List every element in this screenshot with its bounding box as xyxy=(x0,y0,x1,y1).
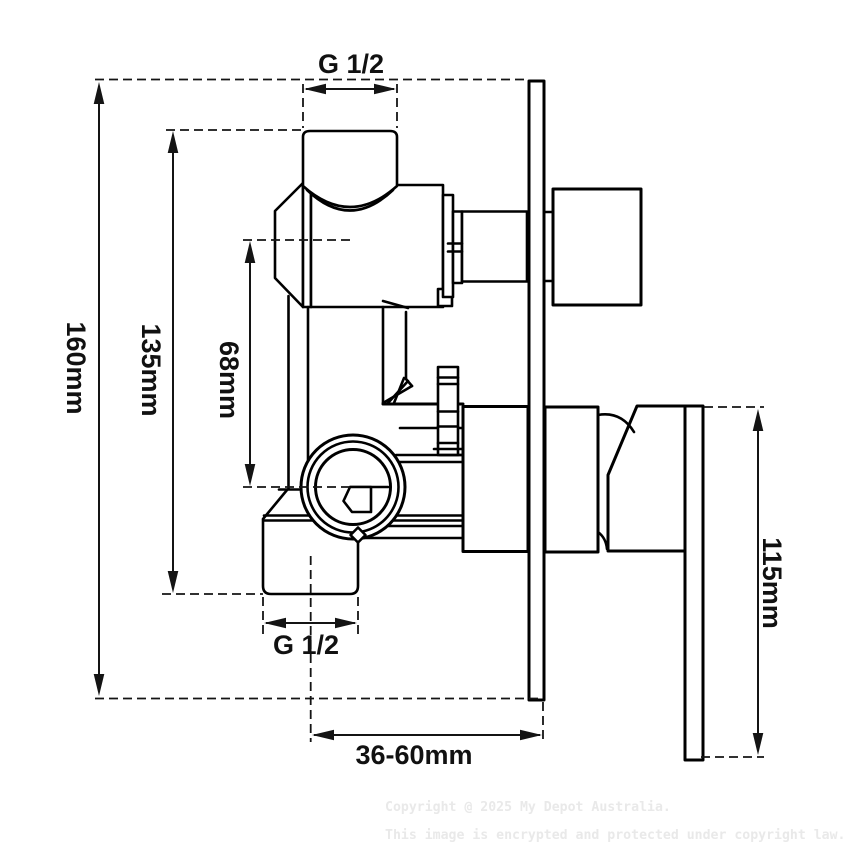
spline-shaft xyxy=(432,287,464,457)
dim-label-68mm: 68mm xyxy=(214,341,244,419)
rear-valve-block xyxy=(461,405,530,553)
dim-label-36-60mm: 36-60mm xyxy=(355,740,472,770)
connecting-pipe xyxy=(381,305,465,406)
lever-arc-bottom xyxy=(596,530,609,551)
dim-label-115mm: 115mm xyxy=(757,537,787,629)
valve-stem xyxy=(441,193,529,299)
dim-overall-height: 160mm xyxy=(61,82,105,696)
dimension-annotations: 160mm 135mm 68mm G 1/2 xyxy=(61,49,787,770)
lever-handle xyxy=(606,404,687,553)
lever-arc-top xyxy=(596,413,636,434)
dim-install-depth: 36-60mm xyxy=(312,702,544,770)
watermark-line-2: This image is encrypted and protected un… xyxy=(385,827,846,843)
dim-label-g12-top: G 1/2 xyxy=(318,49,384,79)
escutcheon-plate xyxy=(683,404,705,762)
bottom-outlet-port xyxy=(261,488,360,596)
trim-body xyxy=(543,405,600,554)
check-valve-knob xyxy=(542,187,643,307)
port-diamond-detail xyxy=(349,526,367,544)
dim-top-port-thread: G 1/2 xyxy=(302,49,398,128)
copyright-watermark: Copyright @ 2025 My Depot Australia. Thi… xyxy=(385,799,846,843)
dim-label-g12-bottom: G 1/2 xyxy=(273,630,339,660)
dim-label-160mm: 160mm xyxy=(61,321,91,414)
upper-body-hex-flange xyxy=(273,181,305,309)
wall-plate xyxy=(527,79,546,702)
dim-bottom-port-thread: G 1/2 xyxy=(262,597,359,660)
watermark-line-1: Copyright @ 2025 My Depot Australia. xyxy=(385,799,671,815)
trim-handle-group xyxy=(543,404,705,762)
dim-port-to-cartridge: 68mm xyxy=(214,241,256,486)
valve-body-group xyxy=(261,129,530,596)
dim-upper-port-height: 135mm xyxy=(136,131,179,593)
left-supply-tube xyxy=(277,294,310,491)
upper-body-bevel xyxy=(381,299,410,310)
top-inlet-port xyxy=(301,129,399,212)
dim-trim-plate-height: 115mm xyxy=(701,406,787,758)
dim-label-135mm: 135mm xyxy=(136,323,166,416)
